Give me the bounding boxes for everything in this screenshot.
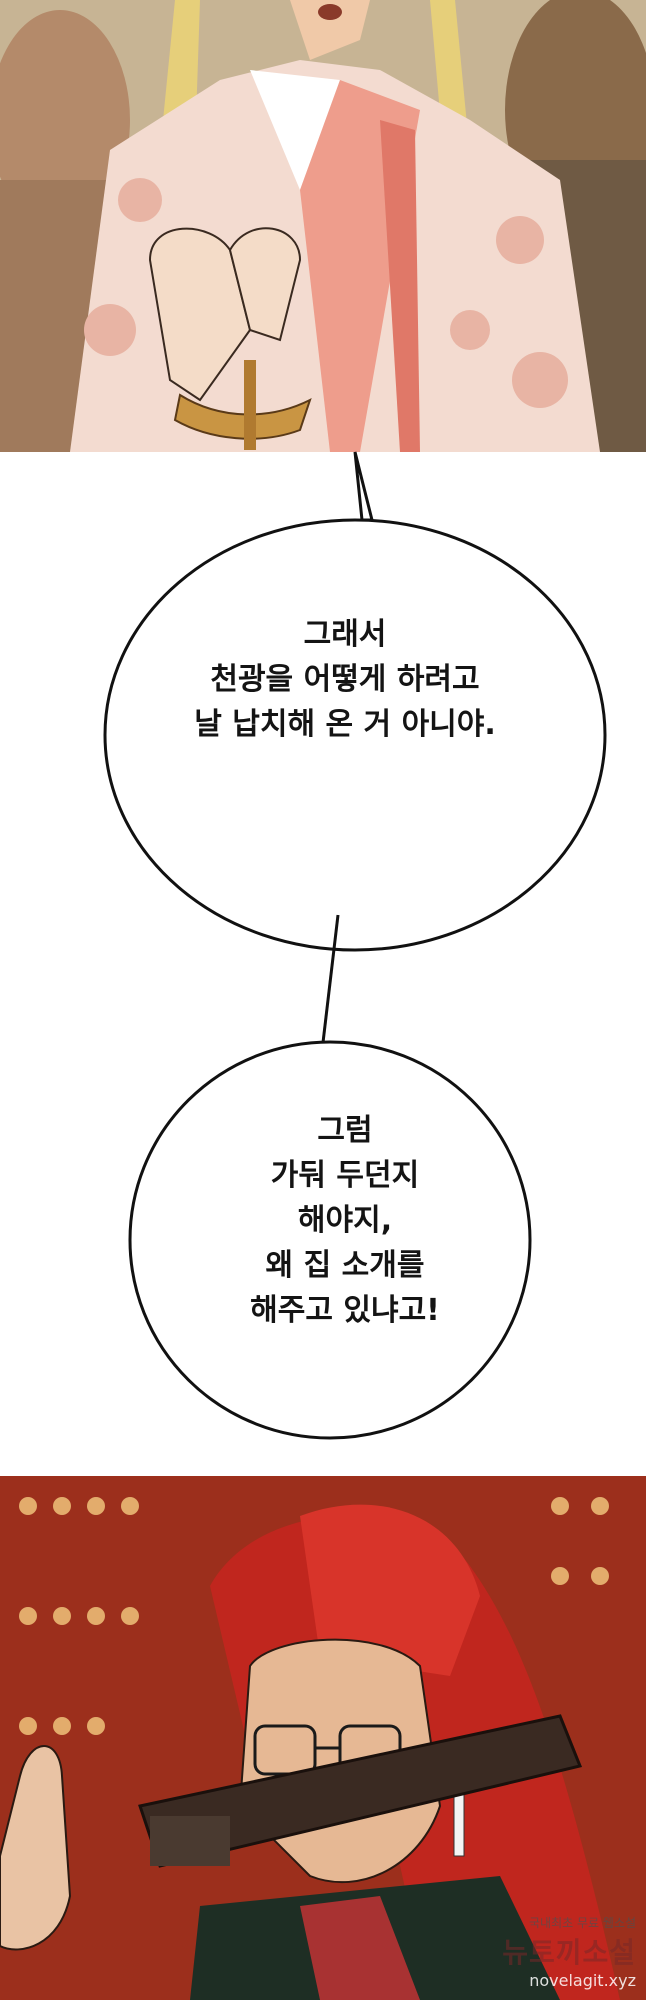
bubble-1-line-2: 천광을 어떻게 하려고 — [210, 662, 480, 697]
watermark-brand: 뉴토끼소설 — [502, 1936, 636, 1969]
bubble-1-line-1: 그래서 — [303, 617, 387, 652]
bubble-2-line-4: 왜 집 소개를 — [265, 1248, 425, 1283]
bubble-2 — [128, 1040, 532, 1440]
bubble-2-line-2: 가둬 두던지 — [270, 1158, 420, 1193]
bottom-illustration-panel: 국내최초 무료 웹소설 뉴토끼소설 novelagit.xyz — [0, 1476, 646, 2000]
bubble-1-tail — [353, 451, 374, 522]
bubble-1-text: 그래서 천광을 어떻게 하려고 날 납치해 온 거 아니야. — [150, 612, 540, 747]
bubble-1 — [103, 518, 607, 952]
bubble-2-line-5: 해주고 있냐고! — [250, 1293, 440, 1328]
watermark: 국내최초 무료 웹소설 뉴토끼소설 novelagit.xyz — [502, 1914, 636, 1990]
red-haired-man-illustration — [0, 1476, 646, 2000]
woman-in-robe-illustration — [0, 0, 646, 452]
speech-bubble-layer — [103, 451, 607, 1440]
watermark-url: novelagit.xyz — [529, 1971, 636, 1990]
bubble-2-text: 그럼 가둬 두던지 해야지, 왜 집 소개를 해주고 있냐고! — [180, 1108, 510, 1333]
bubble-1-line-3: 날 납치해 온 거 아니야. — [194, 707, 496, 742]
bubble-2-line-3: 해야지, — [297, 1203, 393, 1238]
bubble-2-line-1: 그럼 — [317, 1113, 373, 1148]
watermark-tagline: 국내최초 무료 웹소설 — [529, 1916, 636, 1930]
top-illustration-panel — [0, 0, 646, 452]
